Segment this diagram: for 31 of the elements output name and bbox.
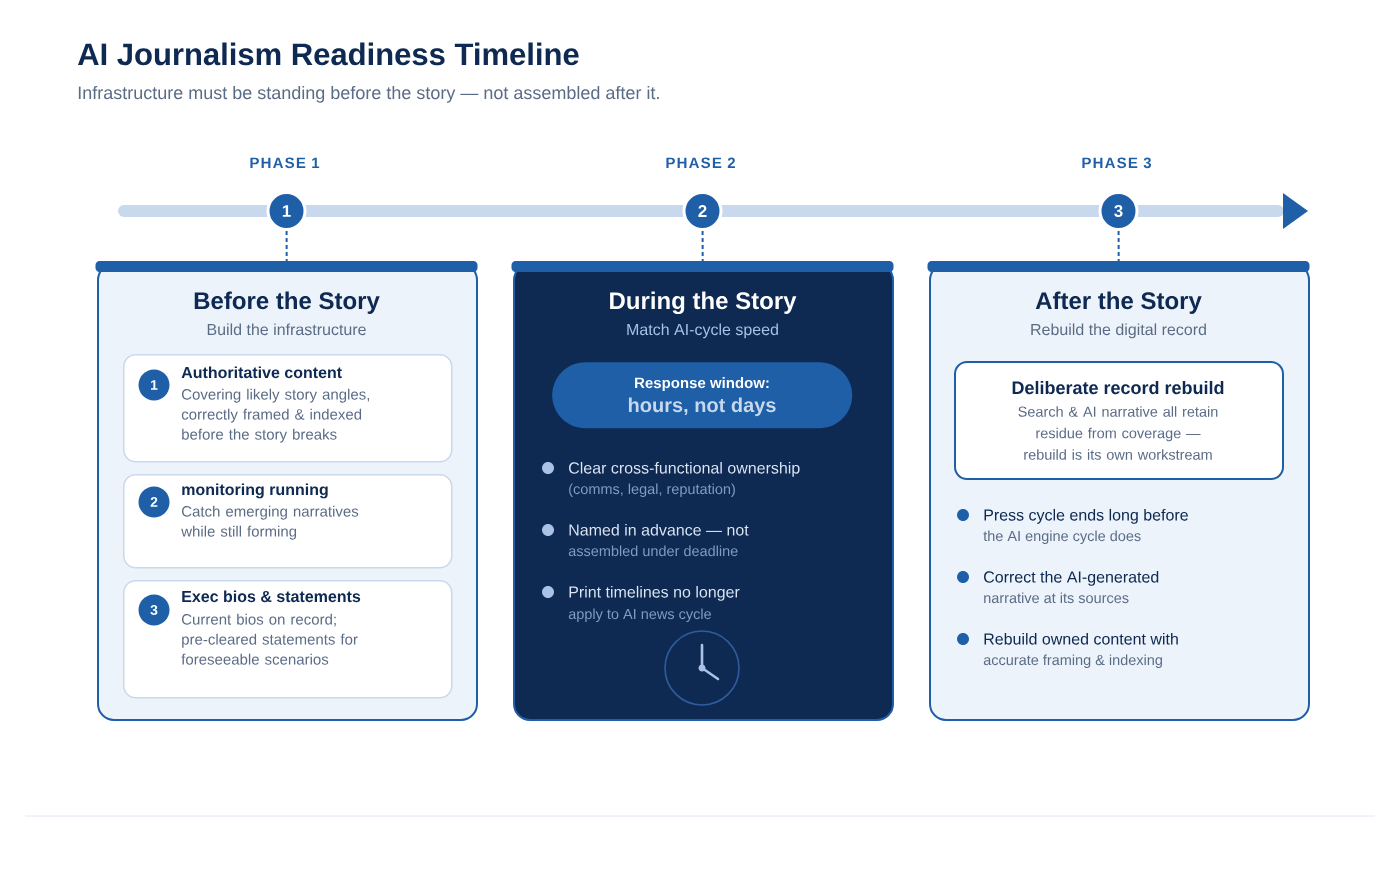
response-pill: Response window: hours, not days <box>552 362 853 429</box>
number-badge: 2 <box>138 486 170 518</box>
connector-line <box>1117 230 1120 264</box>
bullet-note: assembled under deadline <box>568 545 738 557</box>
number-badge: 3 <box>138 594 170 626</box>
bullet-note: the AI engine cycle does <box>983 530 1141 544</box>
bullet-note: (comms, legal, reputation) <box>569 483 735 497</box>
bullet-text: Named in advance — not <box>569 523 749 536</box>
phase-label: PHASE 2 <box>666 157 735 169</box>
connector-line <box>285 230 288 264</box>
bullet-note: narrative at its sources <box>984 592 1129 604</box>
subtitle: Infrastructure must be standing before the story — not assembled after it. <box>78 85 659 103</box>
panel-title: After the Story <box>1035 291 1202 314</box>
title: AI Journalism Readiness Timeline <box>78 42 579 66</box>
bullet-text: Clear cross-functional ownership <box>569 461 800 477</box>
number-badge: 1 <box>138 369 170 401</box>
phase-label: PHASE 1 <box>250 157 320 169</box>
panel-title: Before the Story <box>194 291 380 314</box>
bullet-note: accurate framing & indexing <box>983 654 1162 668</box>
panel-title: During the Story <box>610 291 797 315</box>
phase-label: PHASE 3 <box>1082 157 1152 169</box>
bullet-text: Press cycle ends long before <box>984 508 1188 524</box>
bullet-text: Rebuild owned content with <box>984 632 1178 645</box>
panel-subtitle: Build the infrastructure <box>207 323 366 336</box>
bullet-note: apply to AI news cycle <box>568 608 711 622</box>
panel-subtitle: Rebuild the digital record <box>1031 323 1206 339</box>
bullet-text: Correct the AI-generated <box>984 570 1159 586</box>
panel-subtitle: Match AI-cycle speed <box>627 323 778 339</box>
bullet-text: Print timelines no longer <box>569 585 740 601</box>
connector-line <box>701 230 704 264</box>
record-box: Deliberate record rebuild Search & AI narrative all retain residue from coverage — rebuild is its own workstream <box>954 361 1284 480</box>
